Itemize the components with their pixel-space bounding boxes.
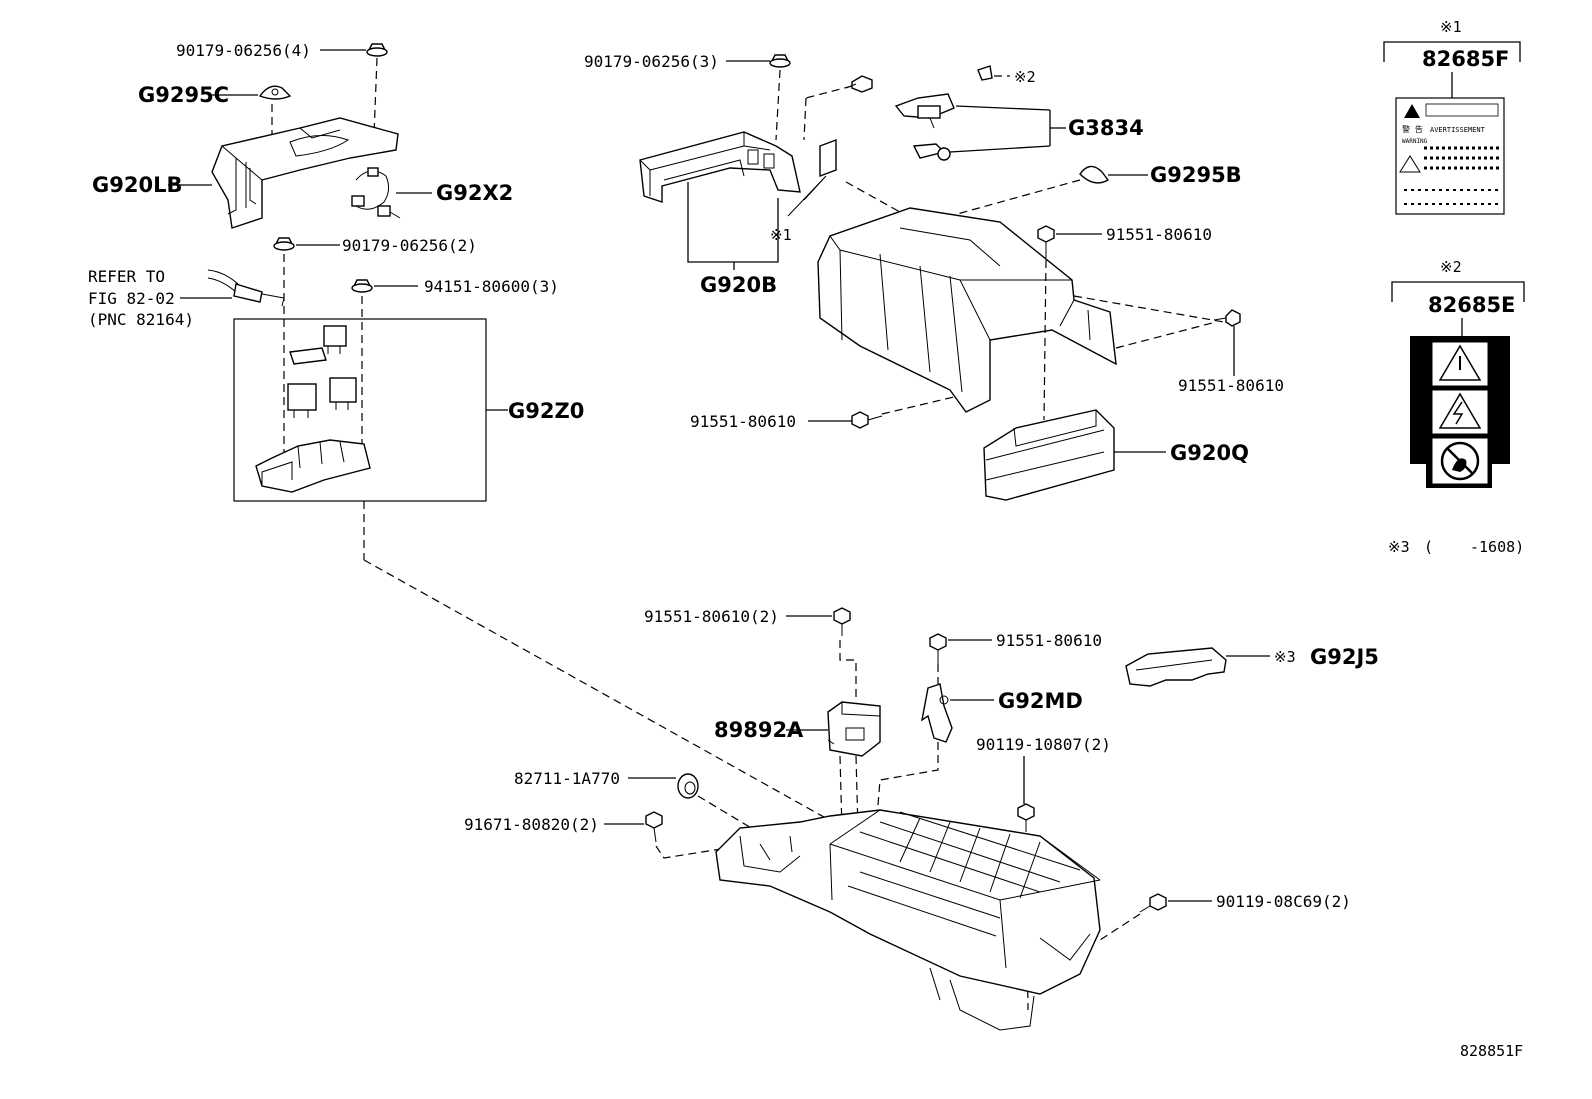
warning-label-82685f: 警 告 AVERTISSEMENT WARNING <box>1395 97 1505 215</box>
bracket-part-g920b <box>639 131 801 203</box>
label-warning-text: WARNING <box>1402 138 1428 145</box>
bolt-icon <box>645 811 663 843</box>
nut-icon <box>366 43 388 57</box>
code-g92md: G92MD <box>998 689 1083 713</box>
bolt-icon <box>1213 309 1241 327</box>
part-number-90179-06256-4: 90179-06256(4) <box>176 41 311 60</box>
part-number-90179-06256-2: 90179-06256(2) <box>342 236 477 255</box>
code-g3834: G3834 <box>1068 116 1144 140</box>
legend-2-marker: ※2 <box>1440 258 1462 276</box>
grommet-icon <box>677 773 699 799</box>
bolt-icon <box>1139 893 1167 913</box>
code-g92x2: G92X2 <box>436 181 513 205</box>
guide-line <box>839 640 857 700</box>
note-1-marker: ※1 <box>770 226 792 244</box>
clip-icon <box>1079 165 1110 184</box>
part-number-90119-08c69-2: 90119-08C69(2) <box>1216 892 1351 911</box>
code-g92z0: G92Z0 <box>508 399 584 423</box>
nut-icon <box>273 237 295 251</box>
bolt-icon <box>1037 225 1055 258</box>
legend-3-marker: ※3 <box>1388 538 1410 556</box>
refer-to-line-3: (PNC 82164) <box>88 310 194 329</box>
control-module-part <box>827 701 881 757</box>
part-number-90119-10807-2: 90119-10807(2) <box>976 735 1111 754</box>
guide-line <box>775 69 781 141</box>
part-number-91551-80610-b: 91551-80610 <box>1178 376 1284 395</box>
bolt-icon <box>851 411 883 429</box>
sensor-part <box>894 93 955 129</box>
part-number-91551-80610-c: 91551-80610 <box>690 412 796 431</box>
label-jp-text: 警 告 <box>1402 124 1423 134</box>
part-number-94151-80600-3: 94151-80600(3) <box>424 277 559 296</box>
cable-connector-part <box>207 269 285 307</box>
bracket-part-g920q <box>983 409 1115 501</box>
legend-1-code: 82685F <box>1422 47 1509 71</box>
guide-line <box>805 85 853 99</box>
leader-line <box>787 175 827 217</box>
legend-2-code: 82685E <box>1428 293 1515 317</box>
leader-bracket <box>949 105 1051 153</box>
code-g92j5: G92J5 <box>1310 645 1379 669</box>
nut-icon <box>351 279 373 293</box>
guide-line <box>949 179 1081 217</box>
label-avert-text: AVERTISSEMENT <box>1430 126 1486 134</box>
code-g920b: G920B <box>700 273 777 297</box>
refer-to-line-1: REFER TO <box>88 267 165 286</box>
guide-line <box>655 845 741 859</box>
part-number-91551-80610-2: 91551-80610(2) <box>644 607 779 626</box>
legend-3-value: -1608) <box>1470 538 1524 556</box>
legend-1-bracket <box>1383 41 1521 62</box>
relay-block-part <box>255 325 371 493</box>
battery-pack-part <box>715 809 1101 1031</box>
part-number-90179-06256-3: 90179-06256(3) <box>584 52 719 71</box>
upper-cover-part <box>211 117 399 229</box>
sensor-part <box>912 143 951 161</box>
guide-line <box>803 97 807 141</box>
part-number-91671-80820-2: 91671-80820(2) <box>464 815 599 834</box>
bracket-part-g92md <box>921 683 953 743</box>
note-3-marker: ※3 <box>1274 648 1296 666</box>
legend-3-open: ( <box>1424 538 1433 556</box>
bolt-icon <box>929 633 947 664</box>
leader-bracket <box>687 182 779 263</box>
guide-line <box>1043 259 1047 421</box>
legend-1-marker: ※1 <box>1440 18 1462 36</box>
guide-line <box>881 395 959 415</box>
guide-line <box>875 742 939 831</box>
small-sticker-icon <box>977 65 993 81</box>
battery-cover-part <box>817 207 1117 413</box>
bolt-icon <box>833 607 851 636</box>
legend-2-bracket <box>1391 281 1525 302</box>
warning-sticker-part <box>819 138 837 178</box>
guide-line <box>1099 913 1141 941</box>
warning-label-82685e <box>1410 336 1510 488</box>
guide-line <box>845 181 901 213</box>
wire-harness-part <box>351 167 401 219</box>
part-number-91551-80610-d: 91551-80610 <box>996 631 1102 650</box>
guide-line <box>1115 321 1217 349</box>
bolt-icon <box>845 75 873 93</box>
part-number-91551-80610-a: 91551-80610 <box>1106 225 1212 244</box>
part-number-82711-1a770: 82711-1A770 <box>514 769 620 788</box>
nut-icon <box>769 54 791 68</box>
code-g920q: G920Q <box>1170 441 1249 465</box>
code-g920lb: G920LB <box>92 173 182 197</box>
figure-id: 828851F <box>1460 1042 1523 1060</box>
note-2-marker: ※2 <box>1014 68 1036 86</box>
code-g9295b: G9295B <box>1150 163 1242 187</box>
bolt-icon <box>1017 803 1035 832</box>
guide-line <box>373 57 378 136</box>
refer-to-line-2: FIG 82-02 <box>88 289 175 308</box>
cover-part-g92j5 <box>1125 647 1227 687</box>
clip-icon <box>258 85 292 100</box>
